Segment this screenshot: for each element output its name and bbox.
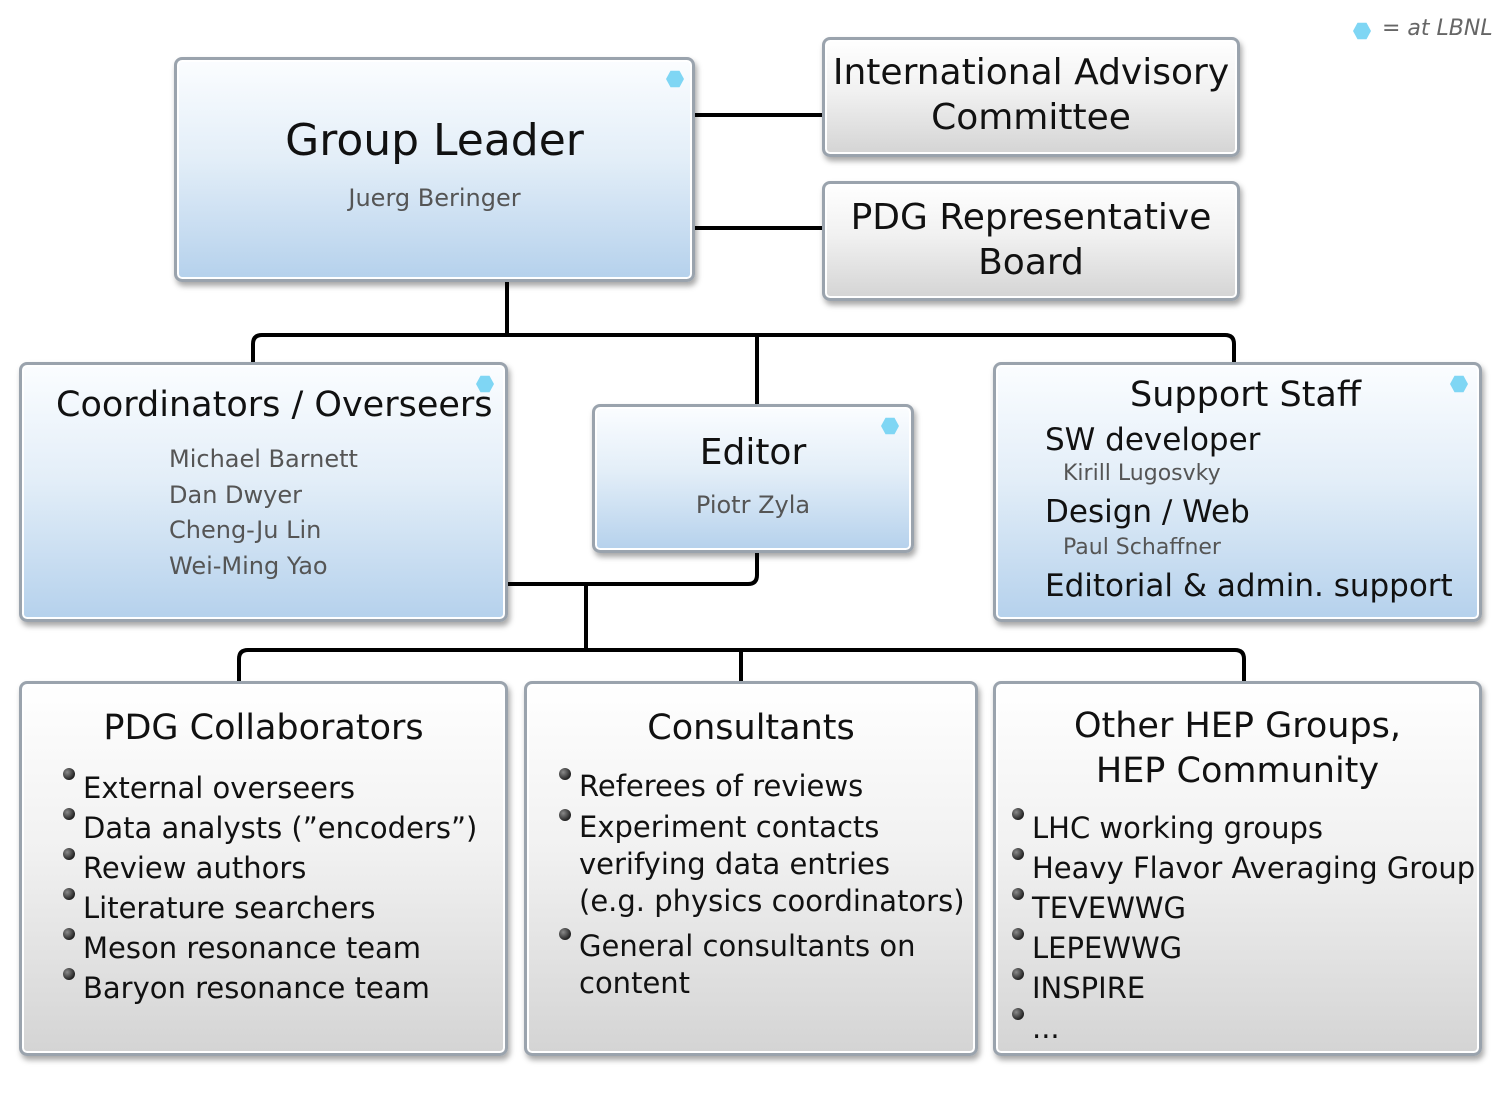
consultant-item-text: Referees of reviews — [579, 769, 864, 803]
lbnl-hexagon-icon — [666, 70, 684, 88]
rep-board-line2: Board — [978, 242, 1084, 283]
other-hep-list: LHC working groups Heavy Flavor Averagin… — [1010, 808, 1475, 1048]
list-item: INSPIRE — [1010, 968, 1475, 1008]
list-item: LEPEWWG — [1010, 928, 1475, 968]
coordinator-name: Cheng-Ju Lin — [169, 516, 322, 544]
consultant-item-text: Experiment contacts — [579, 810, 880, 844]
consultant-item-text: General consultants on — [579, 929, 916, 963]
advisory-line2: Committee — [931, 97, 1131, 138]
coordinators-title: Coordinators / Overseers — [56, 385, 493, 425]
list-item: Data analysts (”encoders”) — [61, 808, 477, 848]
list-item: External overseers — [61, 768, 477, 808]
list-item: Experiment contacts verifying data entri… — [557, 809, 965, 920]
group-leader-box: Group Leader Juerg Beringer — [174, 57, 695, 282]
lbnl-hexagon-icon — [476, 375, 494, 393]
lbnl-hexagon-icon — [1450, 375, 1468, 393]
support-name: Kirill Lugosvky — [1063, 461, 1221, 486]
list-item: Review authors — [61, 848, 477, 888]
support-role: Editorial & admin. support — [1045, 568, 1453, 604]
support-staff-box: Support Staff SW developer Kirill Lugosv… — [993, 362, 1482, 622]
list-item: ... — [1010, 1008, 1475, 1048]
consultants-title: Consultants — [647, 708, 855, 748]
consultant-item-text: verifying data entries — [579, 847, 890, 881]
editor-name: Piotr Zyla — [695, 491, 811, 519]
coordinators-box: Coordinators / Overseers Michael Barnett… — [19, 362, 508, 622]
coordinator-name: Dan Dwyer — [169, 481, 302, 509]
other-hep-box: Other HEP Groups, HEP Community LHC work… — [993, 681, 1482, 1056]
group-leader-name: Juerg Beringer — [348, 184, 521, 212]
consultant-item-text: content — [579, 966, 691, 1000]
list-item: LHC working groups — [1010, 808, 1475, 848]
support-name: Paul Schaffner — [1063, 535, 1221, 560]
legend-text: = at LBNL — [1382, 16, 1493, 41]
editor-title: Editor — [699, 432, 807, 473]
rep-board-line1: PDG Representative — [850, 197, 1212, 238]
collaborators-list: External overseers Data analysts (”encod… — [61, 768, 477, 1008]
list-item: Meson resonance team — [61, 928, 477, 968]
editor-box: Editor Piotr Zyla — [592, 404, 914, 553]
support-title: Support Staff — [1130, 375, 1361, 415]
list-item: Heavy Flavor Averaging Group — [1010, 848, 1475, 888]
list-item: Baryon resonance team — [61, 968, 477, 1008]
coordinator-name: Michael Barnett — [169, 445, 358, 473]
support-role: Design / Web — [1045, 494, 1250, 530]
collaborators-box: PDG Collaborators External overseers Dat… — [19, 681, 508, 1056]
group-leader-title: Group Leader — [285, 115, 584, 166]
list-item: TEVEWWG — [1010, 888, 1475, 928]
other-title-line2: HEP Community — [1095, 751, 1380, 791]
consultant-item-text: (e.g. physics coordinators) — [579, 884, 965, 918]
consultants-list: Referees of reviews Experiment contacts … — [557, 768, 965, 1002]
lbnl-hexagon-icon — [881, 417, 899, 435]
coordinator-name: Wei-Ming Yao — [169, 552, 328, 580]
list-item: Literature searchers — [61, 888, 477, 928]
collaborators-title: PDG Collaborators — [103, 708, 424, 748]
support-role: SW developer — [1045, 422, 1261, 458]
lbnl-hexagon-icon — [1353, 22, 1371, 40]
list-item: Referees of reviews — [557, 768, 965, 805]
list-item: General consultants on content — [557, 928, 965, 1002]
advisory-line1: International Advisory — [832, 52, 1230, 93]
advisory-committee-box: International Advisory Committee — [822, 37, 1240, 157]
consultants-box: Consultants Referees of reviews Experime… — [524, 681, 978, 1056]
other-title-line1: Other HEP Groups, — [1073, 706, 1402, 746]
representative-board-box: PDG Representative Board — [822, 181, 1240, 301]
